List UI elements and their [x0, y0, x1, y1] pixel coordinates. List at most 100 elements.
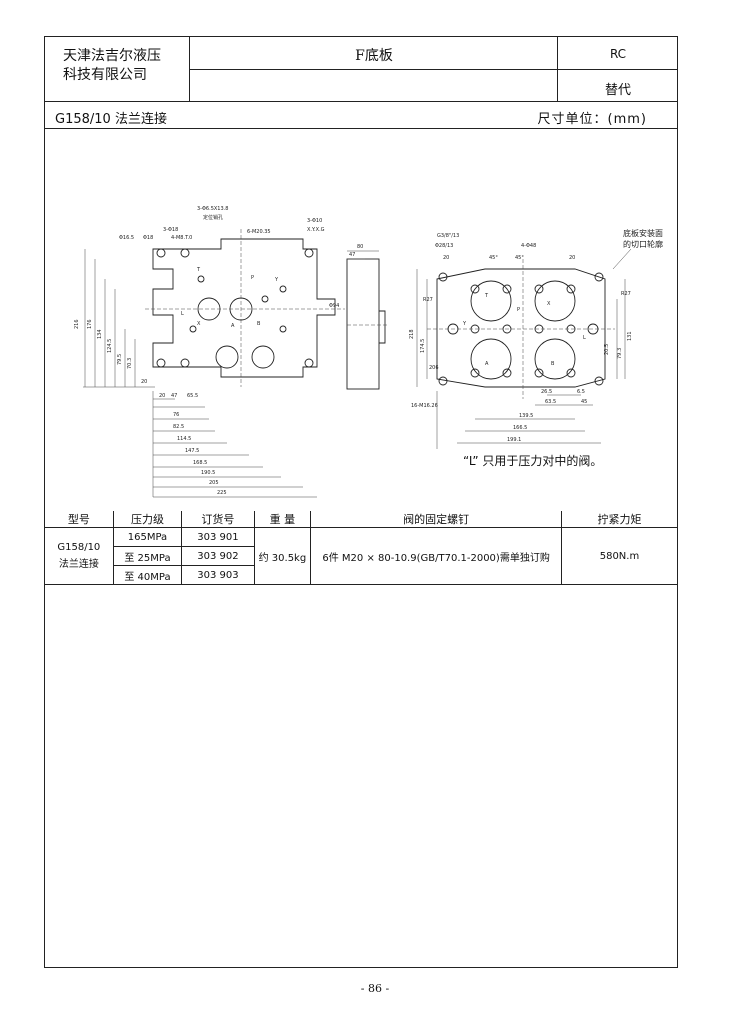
dim-216: 216	[74, 319, 80, 329]
table-row: 至 40MPa 303 903	[45, 565, 677, 585]
dim-phi16-5: Φ16.5	[119, 235, 134, 241]
port-x-left: X	[197, 321, 201, 327]
dim-16-m16: 16-M16.26	[411, 403, 438, 409]
dim-r-20-a: 20	[443, 255, 449, 261]
dim-side-47: 47	[349, 252, 355, 258]
dim-b-47: 47	[171, 393, 177, 399]
dim-b-205: 205	[209, 480, 219, 486]
screws-cell: 6件 M20 × 80-10.9(GB/T70.1-2000)需单独订购	[310, 527, 562, 585]
col-weight: 重 量	[253, 511, 312, 528]
side-view	[346, 250, 389, 390]
dim-4-phi48: 4-Φ48	[521, 243, 536, 249]
dim-b-82-5: 82.5	[173, 424, 184, 430]
left-dims-vertical: 216 176 134 124.5 79.5 70.3 20	[74, 319, 147, 385]
dim-xyxg: X.Y.X.G	[307, 227, 325, 233]
weight-cell: 约 30.5kg	[253, 527, 312, 585]
dim-angle-45-b: 45°	[515, 255, 524, 261]
doc-code: RC	[609, 47, 627, 61]
left-plan-view	[83, 229, 345, 498]
col-screws: 阀的固定螺钉	[310, 511, 562, 528]
dim-b-168-5: 168.5	[193, 460, 207, 466]
dim-199-1: 199.1	[507, 437, 521, 443]
port-a-right: A	[485, 361, 489, 367]
order-cell: 303 902	[181, 546, 255, 566]
port-y-right: Y	[462, 321, 467, 327]
order-cell: 303 901	[181, 527, 255, 547]
dim-79-3: 79.3	[617, 348, 623, 359]
col-torque: 拧紧力矩	[560, 511, 677, 528]
pressure-centering-note: “L” 只用于压力对中的阀。	[463, 454, 603, 468]
torque-cell: 580N.m	[560, 527, 677, 585]
dim-phi18: Φ18	[143, 235, 153, 241]
dim-70-3: 70.3	[127, 358, 133, 369]
locating-pin-label: 定位销孔	[203, 214, 223, 221]
pressure-cell: 至 40MPa	[112, 565, 183, 585]
port-l-right: L	[583, 335, 586, 341]
col-pressure: 压力级	[112, 511, 183, 528]
callout-line-2: 的切口轮廓	[623, 239, 663, 249]
dim-phi94: Φ94	[329, 303, 339, 309]
company-name: 天津法吉尔液压 科技有限公司	[63, 47, 161, 85]
dim-b-20: 20	[159, 393, 165, 399]
spec-table: 型号 压力级 订货号 重 量 阀的固定螺钉 拧紧力矩 G158/10 法兰连接 …	[45, 511, 677, 585]
left-dims-horizontal: 20 47 65.5 76 82.5 114.5 147.5 168.5 190…	[159, 393, 227, 496]
dim-45: 45	[581, 399, 587, 405]
order-cell: 303 903	[181, 565, 255, 585]
dim-b-76: 76	[173, 412, 179, 418]
table-header-row: 型号 压力级 订货号 重 量 阀的固定螺钉 拧紧力矩	[45, 511, 677, 528]
port-b-right: B	[551, 361, 555, 367]
replace-label: 替代	[604, 83, 631, 98]
dim-3-phi10: 3-Φ10	[307, 218, 322, 224]
table-row: 至 25MPa 303 902	[45, 546, 677, 566]
port-l-left: L	[181, 311, 184, 317]
port-t-right: T	[484, 293, 489, 299]
header-bottom-line	[45, 101, 677, 102]
dim-b-225: 225	[217, 490, 227, 496]
port-t-left: T	[196, 267, 201, 273]
dim-20-5: 20.5	[604, 344, 610, 355]
dim-6-5: 6.5	[577, 389, 585, 395]
pressure-cell: 至 25MPa	[112, 546, 183, 566]
unit-label: 尺寸单位：(mm)	[537, 112, 647, 127]
page-number: - 86 -	[360, 982, 390, 995]
dim-218: 218	[409, 329, 415, 339]
header-divider	[189, 69, 677, 70]
pressure-cell: 165MPa	[112, 527, 183, 547]
dim-6-m20: 6-M20.35	[247, 229, 271, 235]
col-order-no: 订货号	[181, 511, 255, 528]
dim-79-5: 79.5	[117, 354, 123, 365]
dim-134: 134	[97, 329, 103, 339]
technical-drawing: 底板安装面 的切口轮廓 3-Φ6.5X13.8 定位销孔 3-Φ18 4-M8.…	[74, 206, 663, 498]
dim-124-5: 124.5	[107, 339, 113, 353]
dim-139-5: 139.5	[519, 413, 533, 419]
subheader-bottom-line	[45, 128, 677, 129]
callout-line-1: 底板安装面	[623, 228, 663, 238]
document-title: F底板	[355, 48, 393, 64]
dim-166-5: 166.5	[513, 425, 527, 431]
model-subname: 法兰连接	[58, 559, 99, 570]
right-dims: 26.5 6.5 63.5 45 139.5 166.5 199.1 218 1…	[409, 329, 633, 443]
header-col-line-1	[189, 37, 190, 101]
dim-side-80: 80	[357, 244, 363, 250]
port-x-right: X	[547, 301, 551, 307]
dim-b-190-5: 190.5	[201, 470, 215, 476]
dim-20-left: 20	[141, 379, 147, 385]
dim-r27-right: R27	[621, 291, 631, 297]
port-p-right: P	[517, 307, 520, 313]
port-p-left: P	[251, 275, 254, 281]
header-col-line-2	[557, 37, 558, 101]
port-b-left: B	[257, 321, 261, 327]
dim-angle-45-a: 45°	[489, 255, 498, 261]
right-plan-view	[416, 248, 632, 449]
dim-26-5: 26.5	[541, 389, 552, 395]
dim-r27-left: R27	[423, 297, 433, 303]
company-line-2: 科技有限公司	[63, 67, 147, 83]
dim-g3-8: G3/8"/13	[437, 233, 459, 239]
dim-63-5: 63.5	[545, 399, 556, 405]
drawing-sheet: 天津法吉尔液压 科技有限公司 F底板 RC 替代 G158/10 法兰连接 尺寸…	[44, 36, 678, 968]
dim-r-20-b: 20	[569, 255, 575, 261]
dim-locating-holes: 3-Φ6.5X13.8	[197, 206, 228, 212]
dim-phi28: Φ28/13	[435, 243, 453, 249]
table-row: G158/10 法兰连接 165MPa 303 901 约 30.5kg 6件 …	[45, 527, 677, 585]
dim-4-m8: 4-M8.T.0	[171, 235, 192, 241]
